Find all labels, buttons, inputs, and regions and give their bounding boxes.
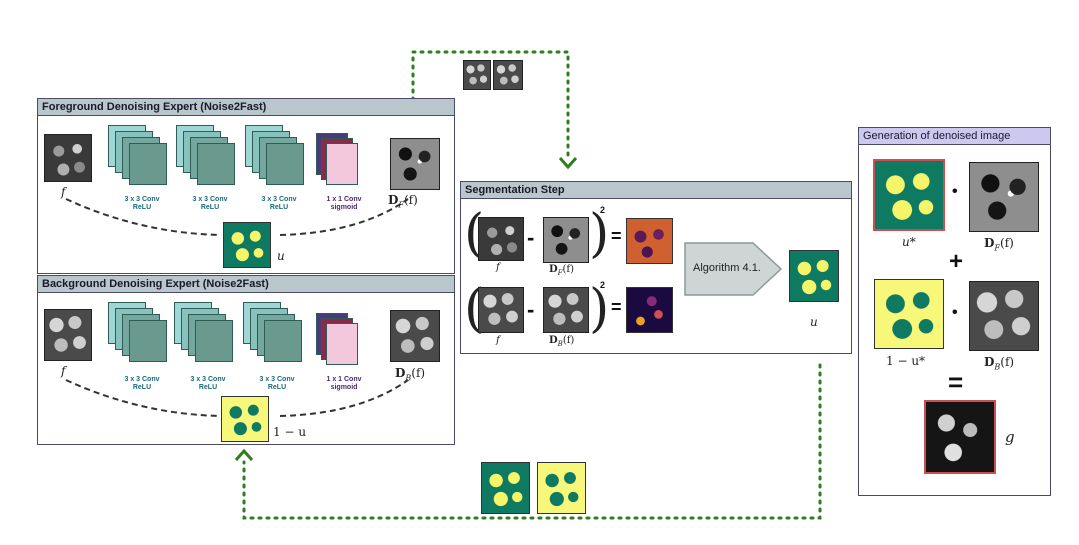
- seg-label-DB: DB(f): [549, 335, 575, 348]
- label-u-fg: u: [277, 249, 285, 263]
- seg-DB: [543, 287, 589, 333]
- seg-f-2: [478, 287, 524, 333]
- seg-label-u: u: [810, 315, 818, 329]
- conv-block-1: [108, 125, 168, 185]
- heatmap-fg-residual: [626, 218, 673, 264]
- gen-DB: [969, 281, 1039, 351]
- gen-dot-2: •: [952, 304, 958, 321]
- seg-label-DF: DF(f): [549, 264, 575, 277]
- square-1: 2: [600, 205, 606, 215]
- conv-block-3: [245, 125, 305, 185]
- top-arrow-head: [558, 157, 578, 170]
- gen-equals: =: [948, 367, 964, 397]
- equals-1: =: [611, 226, 622, 246]
- top-dotted-arrow: [411, 50, 570, 162]
- label-DB-f: DB(f): [395, 366, 426, 383]
- square-2: 2: [600, 280, 606, 290]
- top-transfer-image-1: [463, 60, 491, 90]
- gen-label-1-u-star: 1 − u*: [886, 354, 926, 368]
- bg-skip-connection: [65, 379, 409, 417]
- conv-block-2: [176, 125, 236, 185]
- fg-mask-u: [223, 222, 271, 268]
- seg-DF: [543, 217, 589, 263]
- bg-mask-1-u: [221, 396, 269, 442]
- algorithm-block: [684, 242, 783, 296]
- gen-label-g: g: [1005, 428, 1015, 446]
- label-f: f: [61, 185, 66, 199]
- heatmap-bg-residual: [626, 287, 673, 333]
- label-DF-f: DF(f): [388, 193, 418, 210]
- segmentation-panel-title: Segmentation Step: [461, 182, 851, 199]
- output-image-DB: [390, 310, 440, 362]
- top-transfer-image-2: [493, 60, 523, 90]
- label-1-u-bg: 1 − u: [273, 425, 307, 439]
- background-expert-panel: Background Denoising Expert (Noise2Fast): [37, 275, 455, 445]
- input-image-f: [44, 134, 92, 182]
- gen-label-DB: DB(f): [984, 355, 1015, 372]
- paren-close-1: ): [589, 204, 610, 264]
- conv1x1-block-fg: [316, 133, 366, 188]
- minus-2: -: [527, 297, 535, 322]
- gen-DF: [969, 162, 1039, 232]
- conv-block-4: [108, 302, 168, 362]
- minus-1: -: [527, 225, 535, 250]
- seg-label-f-2: f: [496, 335, 500, 346]
- algorithm-label: Algorithm 4.1.: [693, 262, 761, 274]
- gen-1-u-star: [874, 279, 944, 349]
- gen-label-DF: DF(f): [984, 236, 1014, 253]
- foreground-panel-title: Foreground Denoising Expert (Noise2Fast): [38, 99, 454, 116]
- fg-skip-connection: [65, 198, 409, 236]
- gen-plus: +: [949, 248, 964, 275]
- equals-2: =: [611, 297, 622, 317]
- bottom-dotted-arrow: [242, 363, 822, 520]
- conv-block-5: [174, 302, 234, 362]
- conv-block-6: [243, 302, 303, 362]
- input-image-f-bg: [44, 309, 92, 361]
- seg-f-1: [478, 217, 524, 261]
- bottom-transfer-seg-u: [481, 462, 530, 514]
- label-f-bg: f: [61, 364, 66, 378]
- output-image-DF: [390, 138, 440, 190]
- conv1x1-block-bg: [316, 313, 366, 368]
- background-panel-title: Background Denoising Expert (Noise2Fast): [38, 276, 454, 293]
- bottom-arrow-head: [234, 448, 254, 461]
- bottom-transfer-seg-1-u: [537, 462, 586, 514]
- gen-label-u-star: u*: [902, 235, 916, 249]
- seg-label-f-1: f: [496, 262, 500, 273]
- gen-u-star: [873, 159, 945, 231]
- seg-output-u: [789, 250, 839, 302]
- gen-output-g: [924, 400, 996, 474]
- gen-dot-1: •: [952, 183, 958, 200]
- paren-close-2: ): [589, 279, 610, 339]
- generation-panel-title: Generation of denoised image: [859, 128, 1050, 145]
